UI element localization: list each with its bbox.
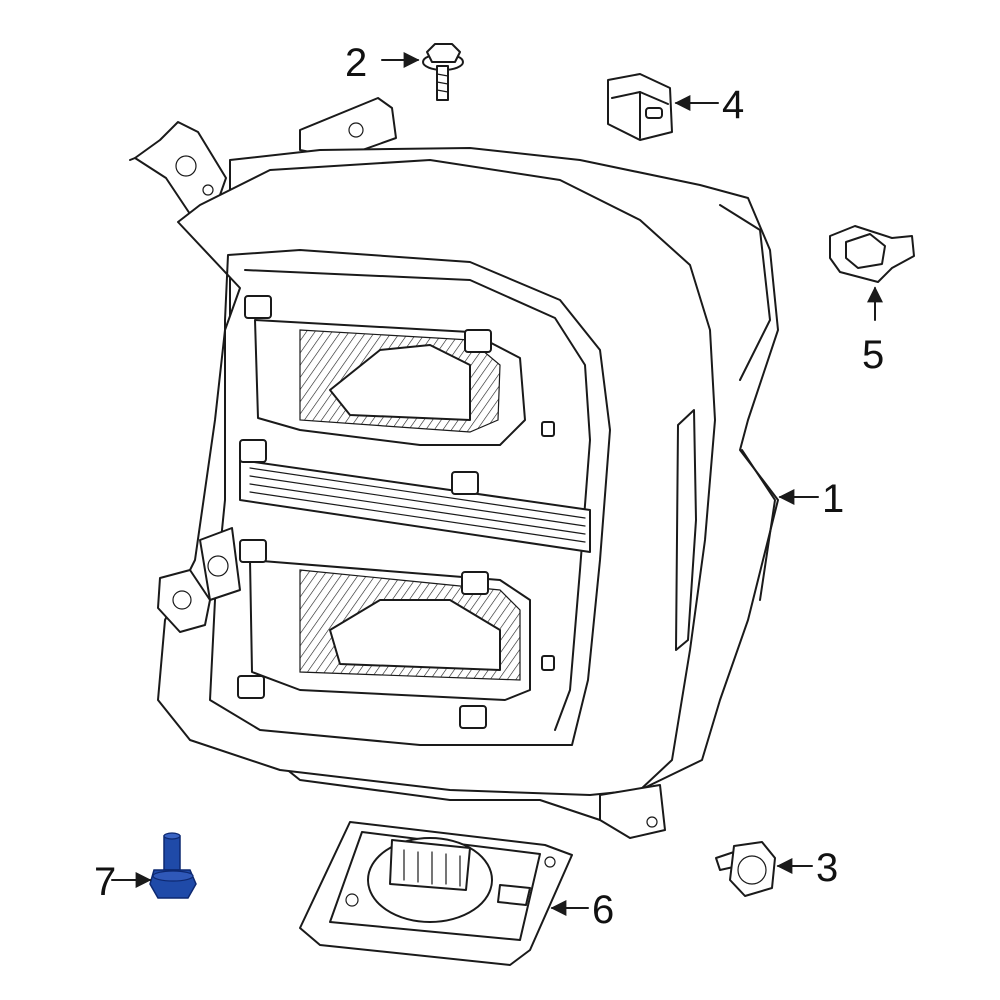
clip-nut-part-4[interactable] <box>607 73 673 141</box>
callout-2: 2 <box>345 41 367 85</box>
callout-4: 4 <box>722 83 744 127</box>
bolt-part-2[interactable] <box>422 43 464 101</box>
bolt-part-3[interactable] <box>715 841 776 897</box>
callout-7: 7 <box>94 860 116 904</box>
control-module-part-6[interactable] <box>299 821 573 966</box>
callout-numbers: 1 2 3 4 5 6 7 <box>94 41 884 932</box>
callout-5: 5 <box>862 333 884 377</box>
headlamp-assembly[interactable] <box>129 97 779 839</box>
bolt-part-7[interactable] <box>149 832 197 899</box>
callout-6: 6 <box>592 888 614 932</box>
callout-3: 3 <box>816 846 838 890</box>
callout-1: 1 <box>822 477 844 521</box>
grommet-part-5[interactable] <box>829 225 915 283</box>
leader-lines <box>111 52 883 916</box>
